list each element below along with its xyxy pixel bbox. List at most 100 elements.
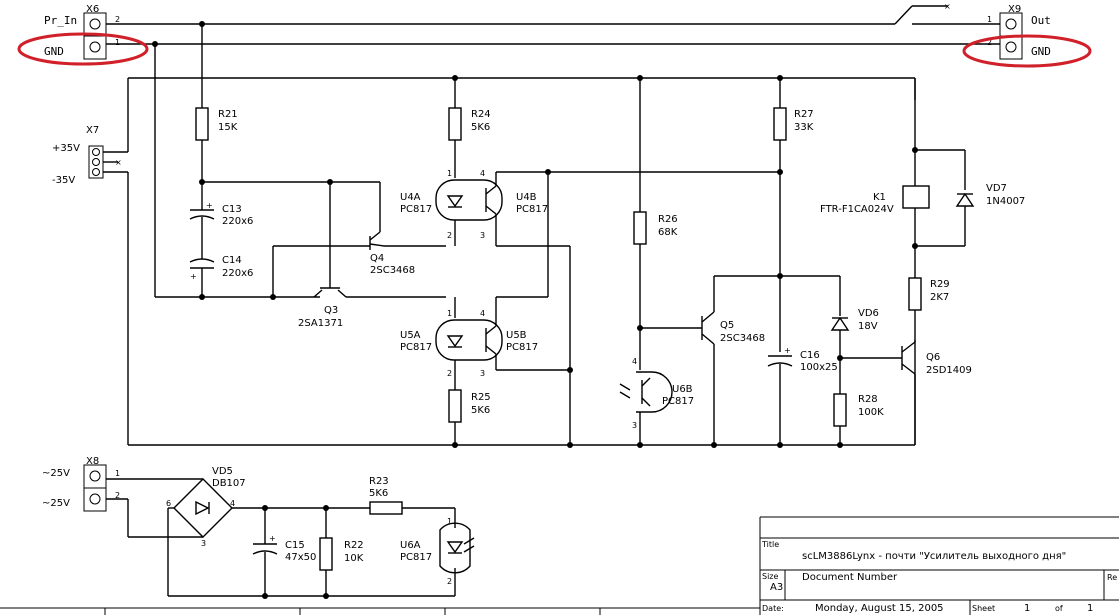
date-value: Monday, August 15, 2005 (815, 603, 944, 614)
resistor-r21: R21 15K (195, 103, 238, 182)
connector-x6: Pr_In GND X6 2 1 (44, 4, 120, 60)
optocoupler-u6a: 1 2 U6A PC817 (400, 508, 475, 596)
ref-x8: X8 (86, 456, 99, 467)
transistor-q4: Q4 2SC3468 (369, 182, 446, 276)
schematic-label: 5K6 (369, 488, 388, 499)
net-label-pr-in: Pr_In (44, 14, 77, 27)
revision-label: Re (1107, 573, 1117, 582)
capacitor-c16: + C16 100x25 (767, 346, 838, 445)
transistor-q6: Q6 2SD1409 (901, 341, 972, 376)
schematic-label: FTR-F1CA024V (820, 204, 894, 215)
capacitor-c14: + C14 220x6 (189, 255, 253, 297)
capacitor-c15: + C15 47x50 (252, 505, 316, 596)
schematic-label: R22 (344, 540, 364, 551)
schematic-label: Q4 (370, 253, 384, 264)
size-value: A3 (770, 582, 783, 593)
net-label-gnd-right: GND (1031, 45, 1051, 58)
schematic-label: 33K (794, 122, 814, 133)
of-value: 1 (1087, 603, 1093, 614)
transistor-q5: Q5 2SC3468 (701, 275, 780, 445)
gnd-highlight-left (17, 32, 149, 66)
schematic-label: C15 (285, 540, 305, 551)
schematic-label: R24 (471, 109, 491, 120)
title-block: Title scLM3886Lynx - почти "Усилитель вы… (759, 516, 1119, 615)
connector-x7: X7 +35V -35V × (52, 125, 128, 186)
schematic-label: U4B (516, 192, 537, 203)
schematic-label: U5B (506, 330, 527, 341)
schematic-label: 4 (230, 499, 235, 508)
schematic-label: 1 (115, 469, 120, 478)
schematic-label: Q5 (720, 320, 734, 331)
ref-x6: X6 (86, 4, 99, 15)
schematic-label: R29 (930, 279, 950, 290)
optocoupler-u6b: 4 3 U6B PC817 (619, 357, 694, 445)
schematic-label: 1 (987, 15, 992, 24)
schematic-label: PC817 (516, 204, 548, 215)
resistor-r23: R23 5K6 (369, 476, 455, 515)
resistor-r28: R28 100K (833, 393, 884, 445)
schematic-label: PC817 (400, 342, 432, 353)
schematic-label: VD7 (986, 183, 1007, 194)
gnd-highlight-right (962, 34, 1092, 68)
schematic-label: 2SD1409 (926, 365, 972, 376)
schematic-label: 3 (201, 539, 206, 548)
schematic-label: 1 (447, 517, 452, 526)
title-label: Title (761, 540, 779, 549)
schematic-label: 2 (447, 577, 452, 586)
schematic-label: R27 (794, 109, 814, 120)
connector-x8: X8 ~25V ~25V 1 2 (42, 456, 120, 512)
schematic-label: Q3 (324, 305, 338, 316)
capacitor-c13: + C13 220x6 (189, 179, 253, 259)
transistor-q3: Q3 2SA1371 (298, 182, 446, 329)
svg-text:+: + (784, 346, 791, 355)
schematic-label: 2 (987, 38, 992, 47)
schematic-label: 1N4007 (986, 196, 1025, 207)
power-rails (127, 77, 916, 446)
schematic-label: R28 (858, 394, 878, 405)
schematic-label: PC817 (662, 396, 694, 407)
schematic-label: 220x6 (222, 268, 253, 279)
schematic-label: 100x25 (800, 362, 838, 373)
optocoupler-u4: 1 2 4 3 U4A PC817 U4B PC817 (400, 169, 548, 246)
schematic-label: R23 (369, 476, 389, 487)
schematic-label: 2 (115, 491, 120, 500)
schematic-label: VD5 (212, 466, 233, 477)
drawing-title: scLM3886Lynx - почти "Усилитель выходног… (802, 551, 1066, 562)
schematic-label: VD6 (858, 308, 879, 319)
svg-text:×: × (944, 2, 951, 11)
schematic-label: 1 (447, 309, 452, 318)
diode-vd7: VD7 1N4007 (915, 150, 1025, 247)
schematic-label: 18V (858, 321, 878, 332)
schematic-label: R26 (658, 214, 678, 225)
net-label-gnd-left: GND (44, 45, 64, 58)
resistor-r25: R25 5K6 (448, 389, 491, 445)
schematic-label: U6B (672, 384, 693, 395)
net-label-ac1: ~25V (42, 468, 70, 479)
svg-text:+: + (190, 272, 197, 281)
resistor-r26: R26 68K (633, 75, 678, 370)
schematic-label: 47x50 (285, 552, 316, 563)
size-label: Size (762, 572, 779, 581)
net-label-out: Out (1031, 14, 1051, 27)
sheet-value: 1 (1024, 603, 1030, 614)
svg-text:+: + (206, 201, 213, 210)
schematic-label: 5K6 (471, 122, 490, 133)
document-number-label: Document Number (802, 572, 898, 583)
schematic-label: PC817 (400, 204, 432, 215)
net-label-minus35v: -35V (52, 175, 75, 186)
schematic-label: 2 (447, 231, 452, 240)
schematic-label: C14 (222, 255, 242, 266)
resistor-r22: R22 10K (319, 505, 364, 596)
net-label-ac2: ~25V (42, 498, 70, 509)
optocoupler-u5: 1 2 4 3 U5A PC817 U5B PC817 (400, 296, 570, 390)
schematic-label: 5K6 (471, 405, 490, 416)
schematic-label: C13 (222, 204, 242, 215)
schematic-label: 1 (447, 169, 452, 178)
ref-x7: X7 (86, 125, 99, 136)
schematic-label: 4 (480, 169, 485, 178)
schematic-label: K1 (873, 192, 886, 203)
svg-text:+: + (269, 534, 276, 543)
schematic-label: 2 (115, 15, 120, 24)
schematic-label: 10K (344, 553, 364, 564)
